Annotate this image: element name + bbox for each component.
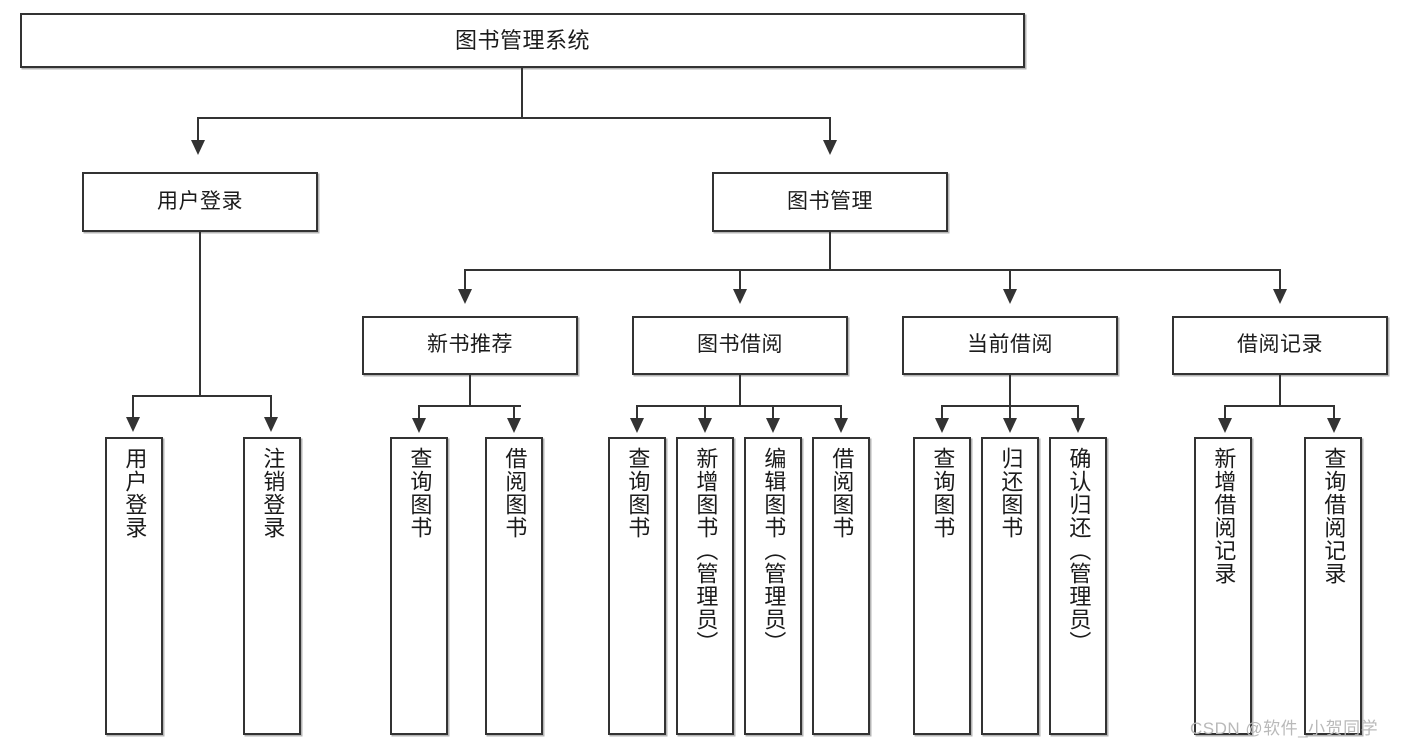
leaf-borrow-add-book-admin[interactable]: 新增图书（管理员） bbox=[676, 437, 734, 735]
arrowhead-book-borrow bbox=[733, 289, 747, 304]
arrowhead-leaf-bb-query bbox=[630, 418, 644, 433]
edge-book-manage-bus bbox=[464, 269, 1280, 271]
node-book-management[interactable]: 图书管理 bbox=[712, 172, 948, 232]
leaf-user-login[interactable]: 用户登录 bbox=[105, 437, 163, 735]
node-label: 借阅图书 bbox=[502, 447, 528, 539]
arrowhead-leaf-br-add bbox=[1218, 418, 1232, 433]
edge-borrow-record-stem bbox=[1279, 375, 1281, 406]
node-label: 归还图书 bbox=[998, 447, 1024, 539]
node-new-book-recommend[interactable]: 新书推荐 bbox=[362, 316, 578, 375]
edge-root-drop-user-login bbox=[197, 117, 199, 143]
edge-drop-leaf-logout bbox=[270, 395, 272, 419]
leaf-borrow-edit-book-admin[interactable]: 编辑图书（管理员） bbox=[744, 437, 802, 735]
edge-drop-leaf-cb-query bbox=[941, 405, 943, 420]
arrowhead-leaf-user-login bbox=[126, 417, 140, 432]
node-label: 注销登录 bbox=[260, 447, 286, 539]
edge-drop-borrow-record bbox=[1279, 269, 1281, 291]
csdn-watermark: CSDN @软件_小贺同学 bbox=[1190, 719, 1379, 738]
arrowhead-leaf-logout bbox=[264, 417, 278, 432]
node-label: 借阅记录 bbox=[1237, 333, 1323, 357]
node-label: 确认归还（管理员） bbox=[1066, 447, 1092, 654]
leaf-record-query-borrow-record[interactable]: 查询借阅记录 bbox=[1304, 437, 1362, 735]
edge-book-manage-stem bbox=[829, 232, 831, 270]
edge-user-login-bus bbox=[132, 395, 270, 397]
arrowhead-leaf-rec-query bbox=[412, 418, 426, 433]
arrowhead-new-book-rec bbox=[458, 289, 472, 304]
node-label: 查询图书 bbox=[625, 447, 651, 539]
edge-root-stem bbox=[521, 68, 523, 118]
leaf-recommend-query-book[interactable]: 查询图书 bbox=[390, 437, 448, 735]
node-label: 查询图书 bbox=[930, 447, 956, 539]
arrowhead-book-manage bbox=[823, 140, 837, 155]
node-label: 图书管理 bbox=[787, 189, 873, 213]
node-user-login[interactable]: 用户登录 bbox=[82, 172, 318, 232]
edge-borrow-record-bus bbox=[1224, 405, 1335, 407]
edge-drop-leaf-bb-edit bbox=[772, 405, 774, 420]
edge-drop-book-borrow bbox=[739, 269, 741, 291]
arrowhead-user-login bbox=[191, 140, 205, 155]
node-label: 查询借阅记录 bbox=[1321, 447, 1347, 585]
leaf-current-query-book[interactable]: 查询图书 bbox=[913, 437, 971, 735]
edge-drop-leaf-bb-query bbox=[636, 405, 638, 420]
arrowhead-leaf-rec-borrow bbox=[507, 418, 521, 433]
edge-drop-new-book-rec bbox=[464, 269, 466, 291]
arrowhead-leaf-br-query bbox=[1327, 418, 1341, 433]
arrowhead-leaf-bb-edit bbox=[766, 418, 780, 433]
arrowhead-leaf-bb-add bbox=[698, 418, 712, 433]
leaf-recommend-borrow-book[interactable]: 借阅图书 bbox=[485, 437, 543, 735]
leaf-current-confirm-return-admin[interactable]: 确认归还（管理员） bbox=[1049, 437, 1107, 735]
arrowhead-current-borrow bbox=[1003, 289, 1017, 304]
edge-new-book-rec-stem bbox=[469, 375, 471, 406]
node-label: 当前借阅 bbox=[967, 333, 1053, 357]
arrowhead-leaf-cb-return bbox=[1003, 418, 1017, 433]
edge-drop-leaf-cb-confirm bbox=[1077, 405, 1079, 420]
edge-drop-leaf-user-login bbox=[132, 395, 134, 419]
edge-drop-leaf-cb-return bbox=[1009, 405, 1011, 420]
node-root-system[interactable]: 图书管理系统 bbox=[20, 13, 1025, 68]
node-label: 查询图书 bbox=[407, 447, 433, 539]
leaf-current-return-book[interactable]: 归还图书 bbox=[981, 437, 1039, 735]
edge-drop-leaf-br-query bbox=[1333, 405, 1335, 420]
node-label: 新增借阅记录 bbox=[1211, 447, 1237, 585]
edge-book-borrow-bus bbox=[636, 405, 842, 407]
node-borrow-record[interactable]: 借阅记录 bbox=[1172, 316, 1388, 375]
node-label: 借阅图书 bbox=[829, 447, 855, 539]
arrowhead-borrow-record bbox=[1273, 289, 1287, 304]
node-label: 编辑图书（管理员） bbox=[761, 447, 787, 654]
node-label: 图书管理系统 bbox=[454, 27, 590, 53]
edge-root-drop-book-manage bbox=[829, 117, 831, 143]
edge-new-book-rec-bus bbox=[418, 405, 521, 407]
edge-current-borrow-stem bbox=[1009, 375, 1011, 406]
node-label: 用户登录 bbox=[157, 189, 243, 213]
leaf-record-add-borrow-record[interactable]: 新增借阅记录 bbox=[1194, 437, 1252, 735]
node-current-borrow[interactable]: 当前借阅 bbox=[902, 316, 1118, 375]
arrowhead-leaf-cb-query bbox=[935, 418, 949, 433]
edge-drop-current-borrow bbox=[1009, 269, 1011, 291]
arrowhead-leaf-cb-confirm bbox=[1071, 418, 1085, 433]
edge-drop-leaf-rec-query bbox=[418, 405, 420, 420]
arrowhead-leaf-bb-borrow bbox=[834, 418, 848, 433]
leaf-borrow-query-book[interactable]: 查询图书 bbox=[608, 437, 666, 735]
node-book-borrow[interactable]: 图书借阅 bbox=[632, 316, 848, 375]
node-label: 用户登录 bbox=[122, 447, 148, 539]
edge-book-borrow-stem bbox=[739, 375, 741, 406]
node-label: 图书借阅 bbox=[697, 333, 783, 357]
edge-drop-leaf-bb-add bbox=[704, 405, 706, 420]
node-label: 新书推荐 bbox=[427, 333, 513, 357]
leaf-borrow-borrow-book[interactable]: 借阅图书 bbox=[812, 437, 870, 735]
node-label: 新增图书（管理员） bbox=[693, 447, 719, 654]
edge-drop-leaf-bb-borrow bbox=[840, 405, 842, 420]
edge-root-bus bbox=[197, 117, 831, 119]
edge-drop-leaf-br-add bbox=[1224, 405, 1226, 420]
edge-user-login-stem bbox=[199, 232, 201, 396]
edge-drop-leaf-rec-borrow bbox=[513, 405, 515, 420]
leaf-logout[interactable]: 注销登录 bbox=[243, 437, 301, 735]
